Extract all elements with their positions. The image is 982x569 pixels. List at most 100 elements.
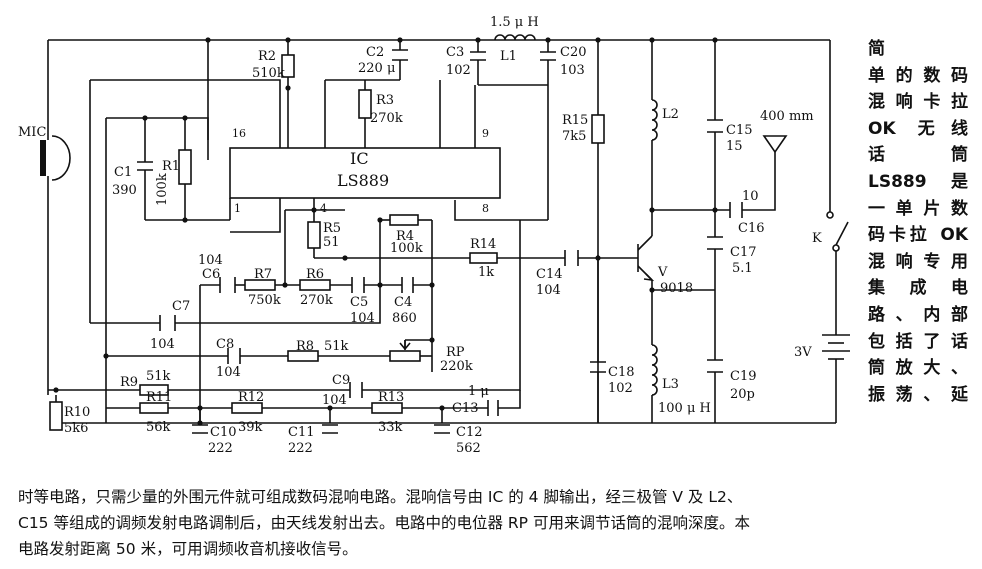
capacitor-c9 [349,382,363,398]
label-l3-value: 100 μ H [658,401,711,416]
label-transistor-part: 9018 [660,281,693,296]
side-line: 混响专用 [868,251,968,272]
label-r7-value: 750k [248,293,281,308]
potentiometer-rp [389,350,421,362]
side-line: 单的数码 [868,65,968,86]
label-r6-value: 270k [300,293,333,308]
label-r4-value: 100k [390,241,423,256]
resistor-r8 [287,350,319,362]
label-c17-value: 5.1 [732,261,753,276]
label-l1-value: 1.5 μ H [490,15,539,30]
capacitor-c2 [392,49,408,61]
ic-pin-1: 1 [234,202,241,215]
mic-label: MIC [18,125,46,140]
capacitor-c3 [470,51,486,61]
microphone: MIC [18,125,71,181]
label-r12-value: 39k [238,420,263,435]
label-c3-ref: C3 [446,45,464,60]
label-c13-ref: C13 [452,401,479,416]
label-r14-ref: R14 [470,237,496,252]
label-c15-value: 15 [726,139,743,154]
resistor-r6 [299,279,331,291]
component-labels: R2 510k C2 220 μ R3 270k C3 102 L1 1.5 μ… [64,15,822,456]
capacitor-c19 [707,359,723,373]
label-c1-value: 390 [112,183,137,198]
label-c14-ref: C14 [536,267,563,282]
label-r11-ref: R11 [146,390,172,405]
label-r9-ref: R9 [120,375,138,390]
side-line: 包括了话 [868,331,968,352]
label-l1-ref: L1 [500,49,517,64]
label-c16-ref: C16 [738,221,765,236]
resistor-r2 [281,54,295,78]
label-r1-ref: R1 [162,159,180,174]
label-l3-ref: L3 [662,377,679,392]
capacitor-c13 [487,400,499,416]
capacitor-c17 [707,236,723,250]
label-r5-value: 51 [323,235,340,250]
label-c10-value: 222 [208,441,233,456]
resistor-r4 [389,214,419,226]
inductor-l2 [651,99,658,141]
resistor-r14 [469,252,498,264]
side-line: 码卡拉 OK [868,225,968,246]
label-c7-ref: C7 [172,299,190,314]
label-r2-value: 510k [252,66,285,81]
label-c18-ref: C18 [608,365,635,380]
resistor-r10 [49,401,63,431]
label-r14-value: 1k [478,265,494,280]
label-c18-value: 102 [608,381,633,396]
label-r11-value: 56k [146,420,171,435]
capacitor-c8 [227,348,241,364]
resistor-r7 [244,279,276,291]
ic-part: LS889 [337,171,389,190]
side-line: 简 [868,39,885,59]
capacitor-c14 [564,250,579,266]
label-rp-ref: RP [446,345,465,360]
label-c12-value: 562 [456,441,481,456]
side-line: 筒放大、 [868,358,968,379]
label-r9-value: 51k [146,369,171,384]
label-c2-value: 220 μ [358,61,395,76]
label-r3-value: 270k [370,111,403,126]
side-line: 路、内部 [868,304,968,325]
rp-wiper [399,340,411,351]
side-line: LS889 是 [868,171,968,192]
label-c1-ref: C1 [114,165,132,180]
label-c7-value: 104 [150,337,175,352]
capacitor-c5 [351,277,365,293]
label-c6-ref: C6 [202,267,220,282]
label-battery: 3V [794,345,812,360]
label-r6-ref: R6 [306,267,324,282]
capacitor-c10 [192,424,208,434]
label-r10-ref: R10 [64,405,90,420]
label-antenna: 400 mm [760,109,814,124]
side-line: 集成电 [868,278,968,299]
label-c20-ref: C20 [560,45,587,60]
label-transistor-ref: V [657,265,668,280]
label-r1-value: 100k [155,173,170,206]
switch-k [826,211,849,252]
label-c11-value: 222 [288,441,313,456]
capacitor-c15 [707,119,723,133]
label-c15-ref: C15 [726,123,753,138]
label-r8-ref: R8 [296,339,314,354]
description-paragraph: 时等电路，只需少量的外围元件就可组成数码混响电路。混响信号由 IC 的 4 脚输… [18,484,968,562]
label-c5-ref: C5 [350,295,368,310]
label-c5-value: 104 [350,311,375,326]
label-r10-value: 5k6 [64,421,88,436]
antenna [762,135,788,154]
label-c9-value: 104 [322,393,347,408]
label-c12-ref: C12 [456,425,483,440]
label-r13-ref: R13 [378,390,404,405]
ic-ls889: IC LS889 16 1 4 9 8 [229,127,501,215]
label-r4-ref: R4 [396,229,414,244]
label-switch: K [812,231,822,246]
ic-pin-16: 16 [232,127,246,140]
capacitor-c12 [434,424,450,434]
label-c19-value: 20p [730,387,755,402]
ic-pin-8: 8 [482,202,489,215]
resistor-r5 [307,221,321,249]
label-c10-ref: C10 [210,425,237,440]
side-line: 混响卡拉 [868,92,968,113]
